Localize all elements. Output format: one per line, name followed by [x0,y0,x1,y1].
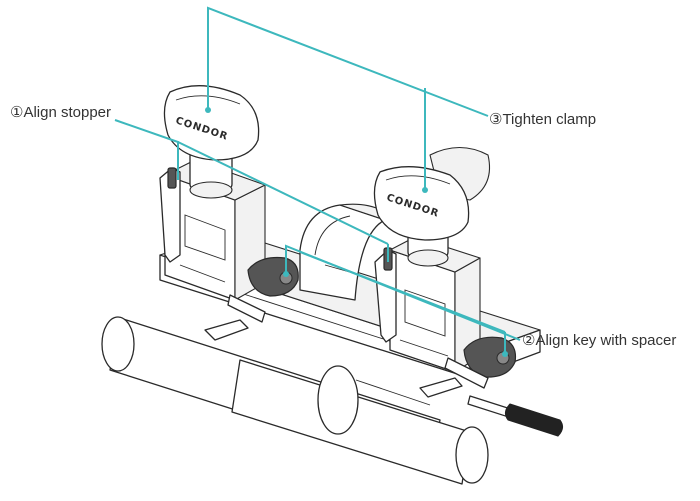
callout-lines [114,6,521,357]
tighten-dot-right [422,187,428,193]
tighten-clamp-leader [207,6,489,117]
align-key-leader-2 [299,251,506,333]
tighten-clamp-label: ③Tighten clamp [489,111,596,128]
key-dot-left [283,271,289,277]
align-key-label: ②Align key with spacer [522,332,676,349]
right-tighten-knob: CONDOR [373,146,491,267]
rod [101,316,489,485]
left-stopper [159,167,181,263]
align-key-leader [285,244,521,341]
right-lever [419,357,489,398]
left-tighten-knob: CONDOR [163,85,260,199]
key-dot-right [502,351,508,357]
left-lever [204,294,266,341]
align-stopper-leader-2 [177,141,389,245]
tighten-dot-left [205,107,211,113]
align-stopper-label: ①Align stopper [10,104,111,121]
knurled-screw [467,395,564,437]
